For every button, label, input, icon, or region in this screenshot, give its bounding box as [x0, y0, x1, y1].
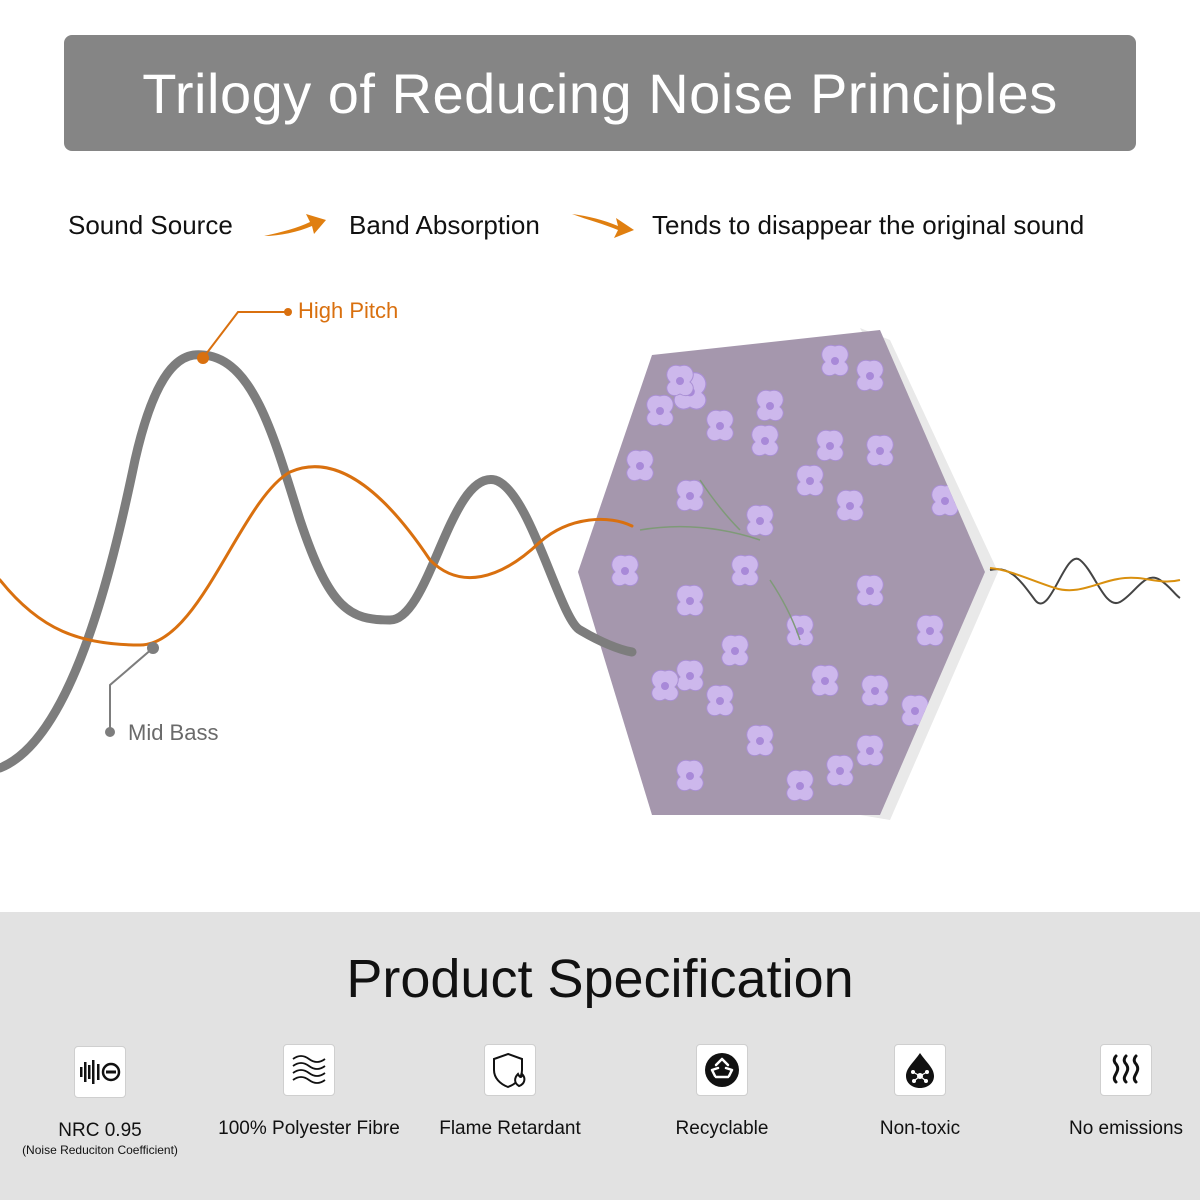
spec-item-nrc: NRC 0.95 (Noise Reduciton Coefficient)	[0, 1046, 200, 1157]
mid-bass-marker	[147, 642, 159, 654]
residual-bass-wave	[989, 557, 1181, 605]
spec-label: Recyclable	[675, 1118, 769, 1139]
page-title: Trilogy of Reducing Noise Principles	[142, 61, 1058, 125]
flow-step-source: Sound Source	[68, 210, 233, 240]
heat-waves-icon	[1100, 1044, 1152, 1096]
spec-item-emissions: No emissions	[1026, 1044, 1200, 1140]
spec-item-flame: Flame Retardant	[410, 1044, 610, 1140]
noise-reduction-diagram: High Pitch Mid Bass	[0, 280, 1200, 880]
spec-label: Non-toxic	[879, 1118, 961, 1139]
panel-edge	[860, 328, 998, 820]
spec-item-recyclable: Recyclable	[622, 1044, 822, 1140]
mid-bass-wave	[0, 350, 637, 773]
spec-item-polyester: 100% Polyester Fibre	[209, 1044, 409, 1140]
molecule-drop-icon	[894, 1044, 946, 1096]
spec-label: NRC 0.95	[58, 1120, 142, 1141]
orange-arrow-icon	[572, 214, 634, 238]
orange-arrow-icon	[264, 214, 326, 236]
mid-bass-label: Mid Bass	[128, 720, 219, 745]
shield-flame-icon	[484, 1044, 536, 1096]
spec-label: No emissions	[1068, 1118, 1184, 1139]
fibre-waves-icon	[283, 1044, 335, 1096]
high-pitch-marker	[197, 352, 209, 364]
spec-label: 100% Polyester Fibre	[218, 1118, 400, 1139]
wave-illustration	[0, 308, 1181, 820]
residual-pitch-wave	[989, 567, 1181, 592]
spec-title: Product Specification	[346, 949, 854, 1009]
high-pitch-label: High Pitch	[298, 298, 399, 323]
sound-bars-icon	[74, 1046, 126, 1098]
flow-step-absorption: Band Absorption	[349, 210, 540, 240]
floral-pattern	[611, 344, 959, 802]
flow-step-result: Tends to disappear the original sound	[652, 210, 1085, 240]
title-banner: Trilogy of Reducing Noise Principles	[64, 35, 1136, 151]
product-specification: Product Specification NRC 0.95 (Noise Re…	[0, 912, 1200, 1200]
recycle-icon	[696, 1044, 748, 1096]
spec-sublabel: (Noise Reduciton Coefficient)	[22, 1143, 178, 1157]
principle-flow: Sound Source Band Absorption Tends to di…	[0, 210, 1200, 250]
high-pitch-wave	[0, 465, 634, 647]
spec-item-nontoxic: Non-toxic	[820, 1044, 1020, 1140]
spec-label: Flame Retardant	[439, 1118, 581, 1139]
